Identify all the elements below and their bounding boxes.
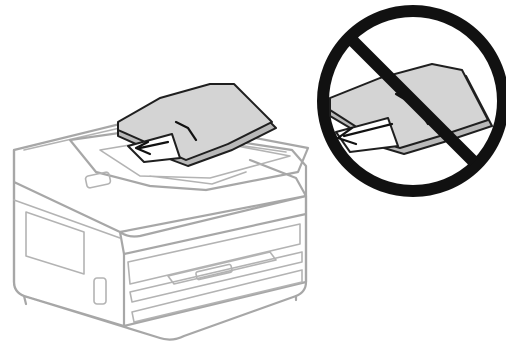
side-edge	[14, 200, 120, 238]
side-panel	[14, 182, 124, 326]
control-panel	[120, 196, 306, 254]
side-port	[94, 278, 106, 304]
front-face	[124, 214, 306, 326]
adf-paper-correct	[118, 84, 276, 166]
printer-feet	[24, 296, 296, 304]
prohibited-example	[323, 11, 503, 191]
